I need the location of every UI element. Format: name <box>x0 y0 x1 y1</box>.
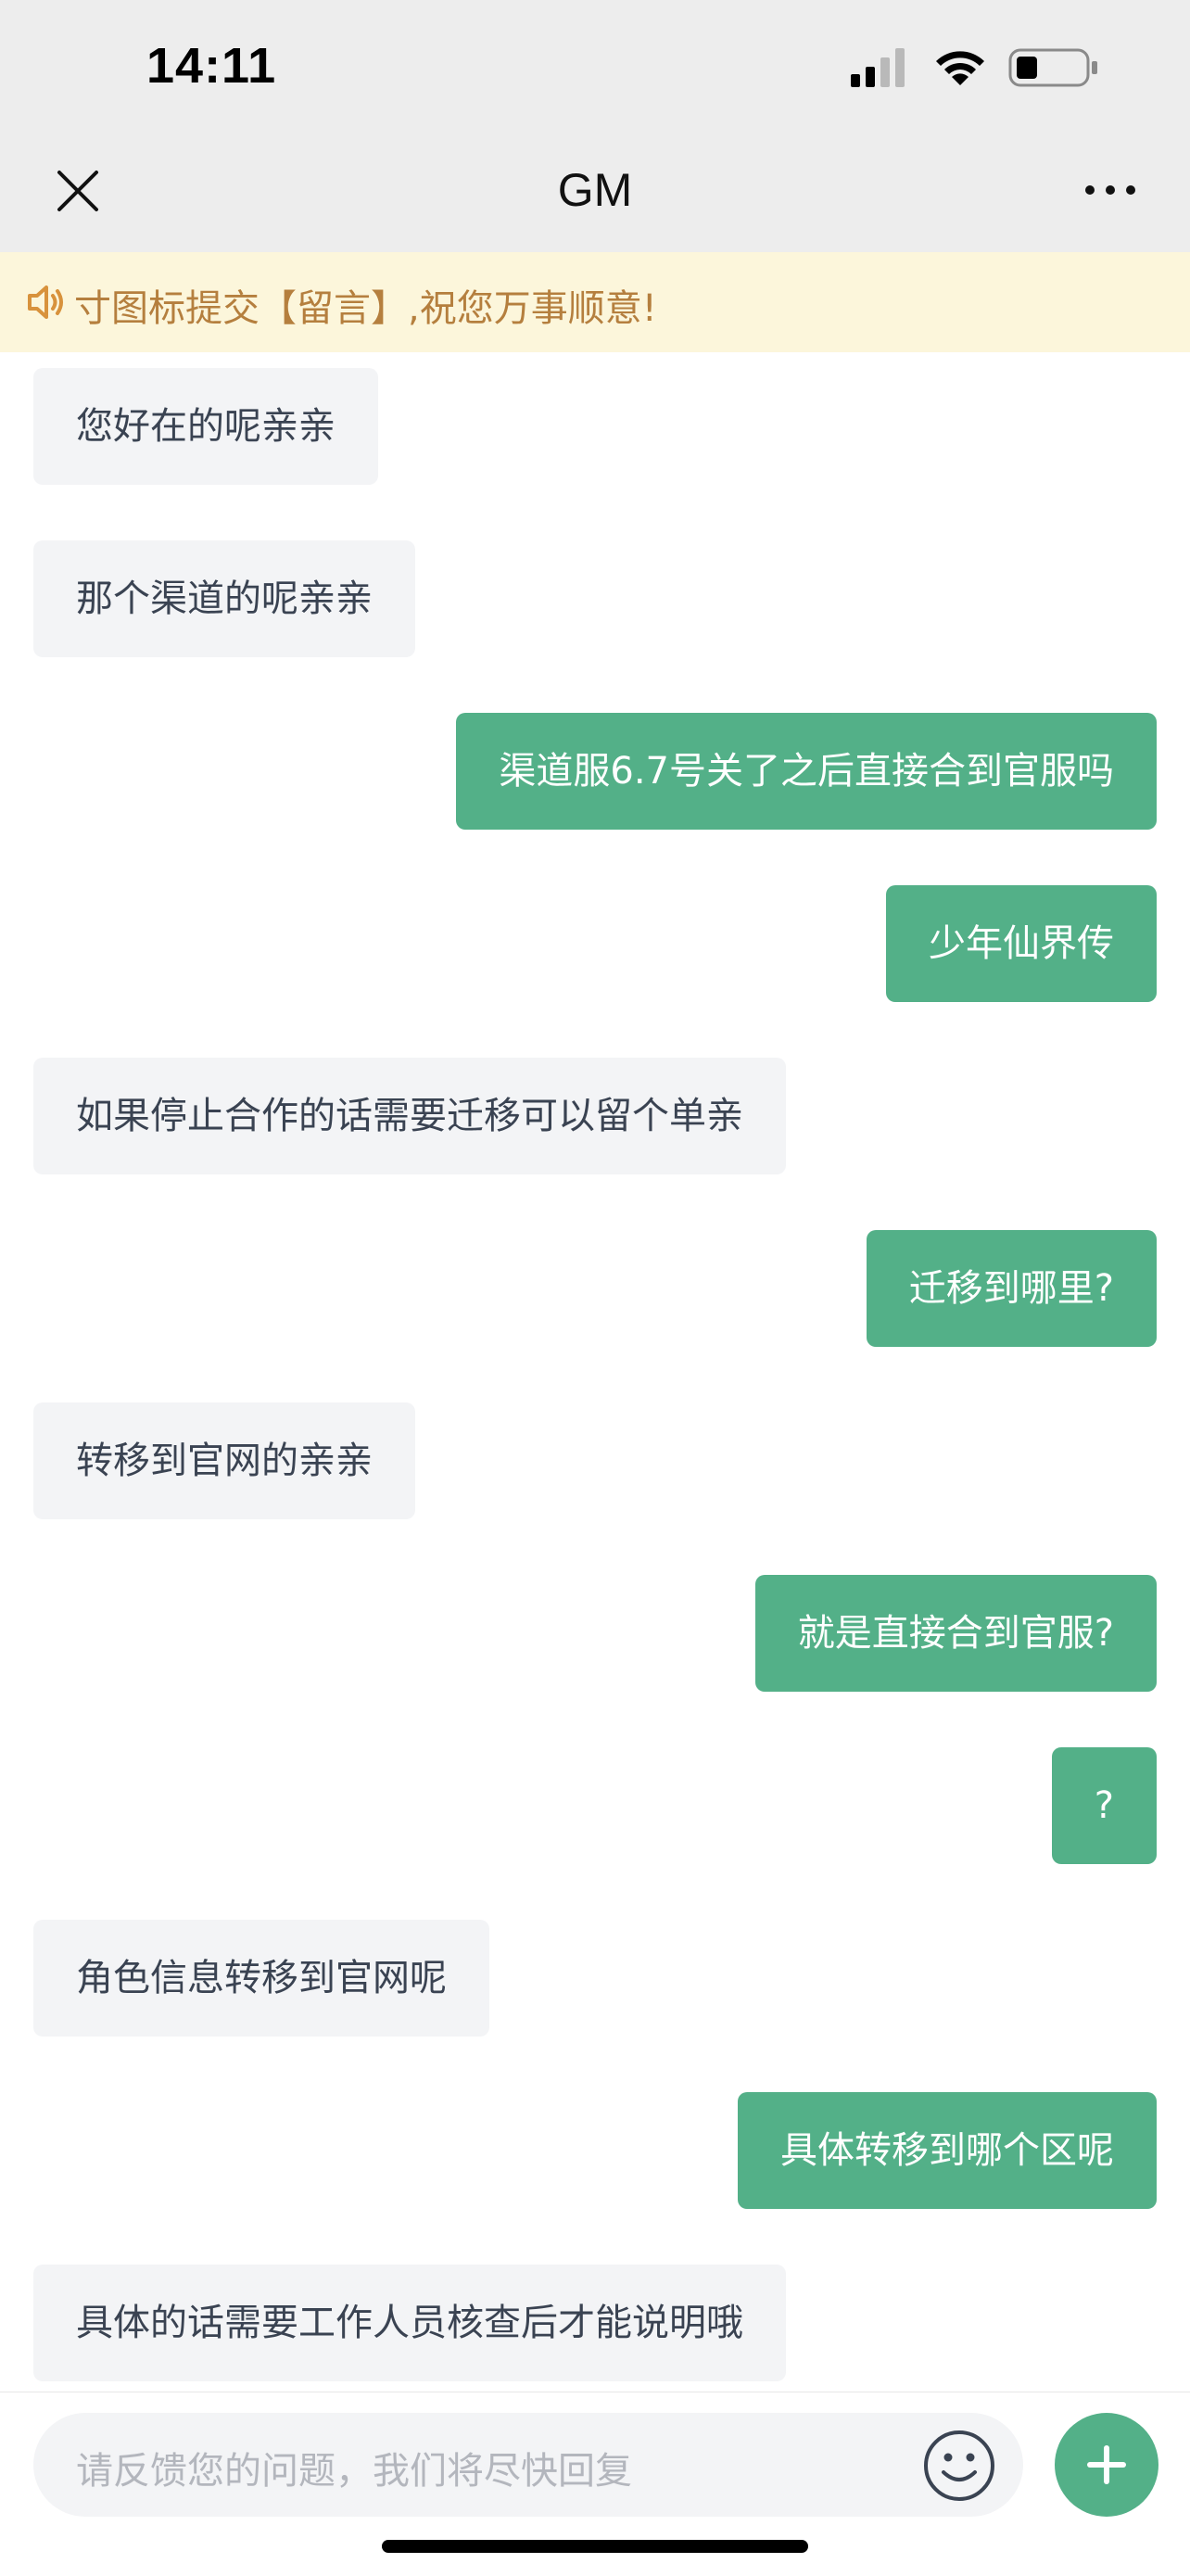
status-time: 14:11 <box>146 38 277 94</box>
plus-icon <box>1087 2445 1126 2484</box>
add-button[interactable] <box>1055 2413 1158 2517</box>
status-icons <box>851 44 1101 91</box>
home-indicator[interactable] <box>382 2540 808 2553</box>
message-bubble-received: 具体的话需要工作人员核查后才能说明哦 <box>33 2265 786 2381</box>
message-bubble-sent: 渠道服6.7号关了之后直接合到官服吗 <box>456 713 1157 830</box>
status-bar: 14:11 <box>0 0 1190 137</box>
message-bubble-received: 那个渠道的呢亲亲 <box>33 540 415 657</box>
message-bubble-received: 角色信息转移到官网呢 <box>33 1920 489 2037</box>
close-icon <box>57 171 98 211</box>
message-bubble-received: 您好在的呢亲亲 <box>33 368 378 485</box>
more-icon <box>1085 185 1135 195</box>
wifi-icon <box>936 51 984 85</box>
battery-icon <box>1008 48 1097 87</box>
message-bubble-sent: 就是直接合到官服? <box>754 1575 1157 1692</box>
message-bubble-received: 如果停止合作的话需要迁移可以留个单亲 <box>33 1058 786 1174</box>
message-bubble-sent: 少年仙界传 <box>886 885 1157 1002</box>
page-title: GM <box>557 164 633 216</box>
message-input[interactable]: 请反馈您的问题，我们将尽快回复 <box>33 2413 1023 2517</box>
message-bubble-received: 转移到官网的亲亲 <box>33 1402 415 1519</box>
emoji-button[interactable] <box>923 2430 995 2502</box>
input-placeholder: 请反馈您的问题，我们将尽快回复 <box>76 2450 632 2493</box>
emoji-icon <box>924 2430 994 2501</box>
close-button[interactable] <box>52 165 104 217</box>
message-bubble-sent: 迁移到哪里? <box>866 1230 1157 1347</box>
message-bubble-sent: 具体转移到哪个区呢 <box>738 2092 1157 2209</box>
chat-area[interactable]: 您好在的呢亲亲 那个渠道的呢亲亲 渠道服6.7号关了之后直接合到官服吗 少年仙界… <box>0 352 1190 2392</box>
nav-bar: GM <box>0 137 1190 252</box>
message-bubble-sent: ? <box>1051 1747 1157 1864</box>
notice-bar: 寸图标提交【留言】,祝您万事顺意! <box>0 252 1190 352</box>
cellular-signal-icon <box>851 48 905 87</box>
speaker-icon <box>28 286 63 319</box>
notice-text: 寸图标提交【留言】,祝您万事顺意! <box>74 287 657 330</box>
more-button[interactable] <box>1082 176 1138 204</box>
